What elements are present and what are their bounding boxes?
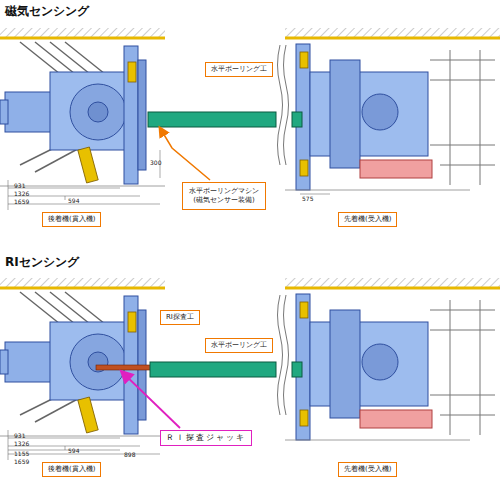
callout-box: ＲＩ探査ジャッキ — [160, 430, 252, 446]
box-text: ＲＩ探査ジャッキ — [166, 433, 246, 443]
callout-box: 水平ボーリングマシン(磁気センサー装備) — [182, 182, 266, 210]
dimension-value: 931 — [14, 183, 25, 189]
box-text: 先着機(受入機) — [344, 465, 391, 474]
box-text: 後着機(貫入機) — [48, 465, 95, 474]
box-text: 後着機(貫入機) — [48, 215, 95, 224]
box-text: RI探査工 — [166, 313, 194, 322]
dimension-value: 1326 — [14, 441, 29, 447]
box-text: (磁気センサー装備) — [189, 196, 259, 205]
dimension-value: 898 — [124, 452, 135, 458]
dimension-value: 1659 — [14, 199, 29, 205]
dimension-value: 931 — [14, 433, 25, 439]
label-box: 後着機(貫入機) — [42, 462, 101, 477]
label-box: RI探査工 — [160, 310, 200, 325]
label-box: 先着機(受入機) — [338, 212, 397, 227]
panel-heading: 磁気センシング — [5, 5, 89, 17]
dimension-value: 300 — [150, 160, 161, 166]
panel-heading: RIセンシング — [5, 256, 79, 268]
label-box: 水平ボーリング工 — [205, 338, 273, 353]
box-text: 先着機(受入機) — [344, 215, 391, 224]
dimension-value: 1155 — [14, 451, 29, 457]
label-box: 後着機(貫入機) — [42, 212, 101, 227]
box-text: 水平ボーリング工 — [211, 341, 267, 350]
label-box: 先着機(受入機) — [338, 462, 397, 477]
box-text: 水平ボーリングマシン — [189, 187, 259, 196]
dimension-value: 1659 — [14, 459, 29, 465]
dimension-value: 594 — [68, 448, 79, 454]
dimension-value: 594 — [68, 198, 79, 204]
label-box: 水平ボーリング工 — [205, 62, 273, 77]
dimension-value: 575 — [302, 196, 313, 202]
box-text: 水平ボーリング工 — [211, 65, 267, 74]
dimension-value: 1326 — [14, 191, 29, 197]
